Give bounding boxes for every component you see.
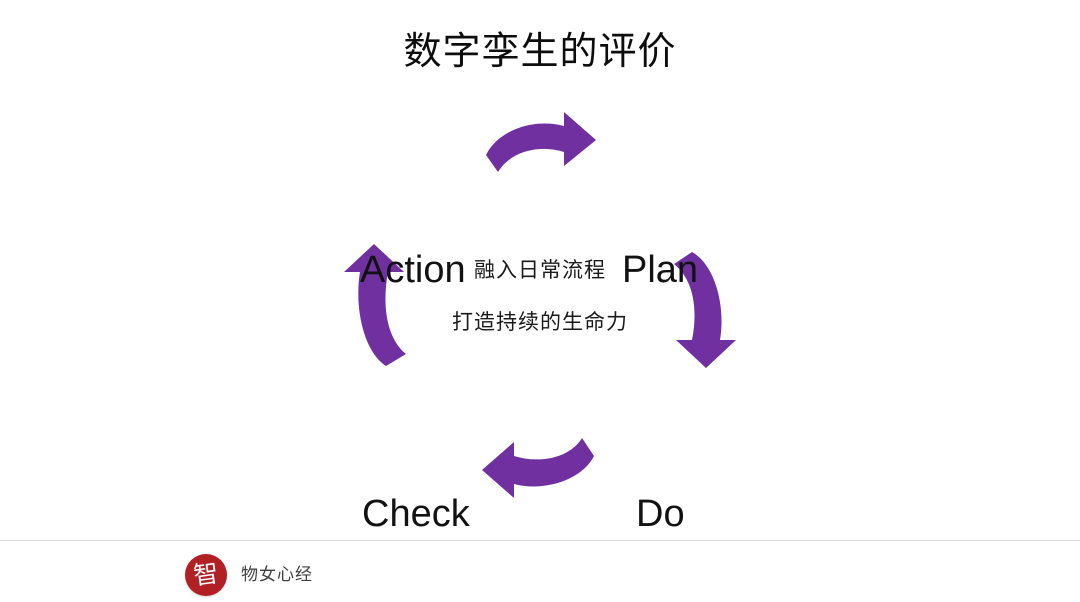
curved-arrow-right-icon (482, 110, 600, 180)
brand-logo-icon: 智 (185, 554, 227, 596)
brand-logo-glyph: 智 (191, 558, 221, 591)
curved-arrow-left-icon (478, 430, 598, 500)
brand-name-label: 物女心经 (241, 565, 313, 584)
footer-branding: 智 物女心经 (185, 554, 313, 596)
curved-arrow-down-icon (670, 248, 742, 370)
footer-divider (0, 540, 1080, 541)
cycle-label-check: Check (362, 493, 470, 535)
cycle-label-plan: Plan (622, 249, 699, 291)
page-title: 数字孪生的评价 (403, 31, 677, 73)
cycle-center-line-2: 打造持续的生命力 (452, 311, 628, 334)
pdca-cycle-diagram: Action Plan Check Do 融入日常流程 打造持续的生命力 (300, 100, 780, 535)
cycle-label-do: Do (636, 493, 685, 535)
cycle-center-caption: 融入日常流程 打造持续的生命力 (420, 258, 660, 336)
cycle-center-line-1: 融入日常流程 (474, 259, 606, 282)
cycle-label-action: Action (360, 249, 466, 291)
curved-arrow-up-icon (338, 242, 410, 370)
